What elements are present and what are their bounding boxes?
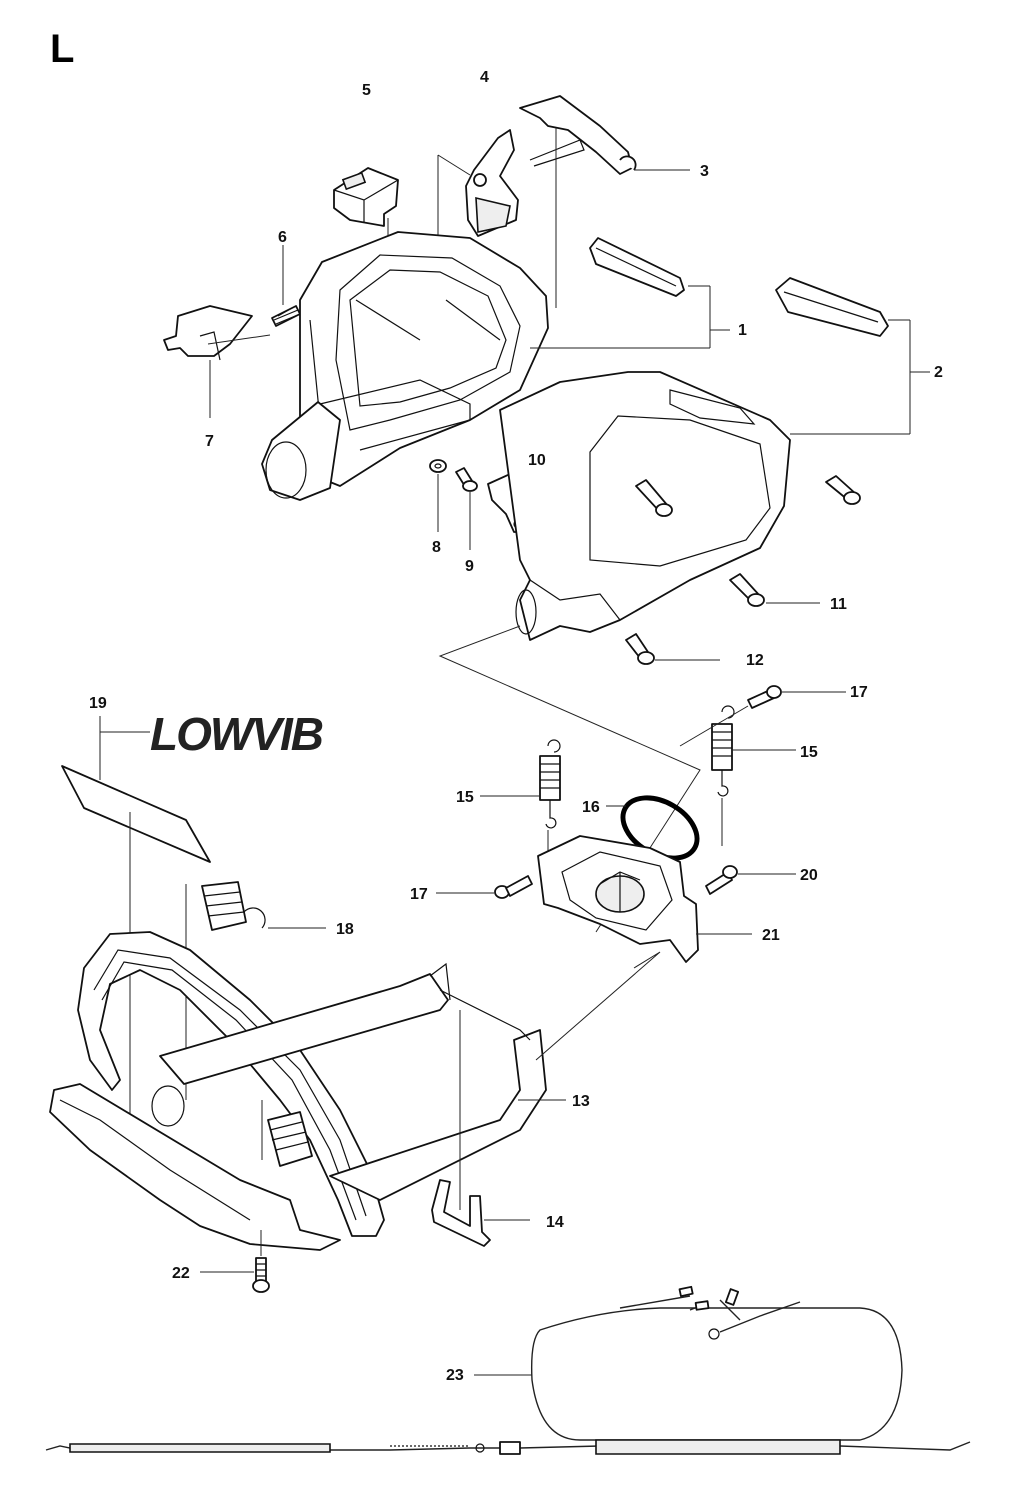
part-8-washer bbox=[429, 459, 447, 532]
part-19-decal: LOWVIB bbox=[61, 708, 325, 1120]
callout-2: 2 bbox=[934, 364, 943, 381]
part-4-throttle-trigger bbox=[437, 129, 519, 290]
callout-9: 9 bbox=[465, 558, 474, 575]
callout-15-right: 15 bbox=[800, 744, 818, 761]
part-17-screw-left bbox=[436, 875, 533, 899]
part-23-cable bbox=[45, 1285, 971, 1455]
callout-12: 12 bbox=[746, 652, 764, 669]
part-9-screw bbox=[455, 467, 478, 550]
callout-3: 3 bbox=[700, 163, 709, 180]
callout-1: 1 bbox=[738, 322, 747, 339]
part-5-switch bbox=[333, 167, 399, 272]
screw-bolt-left bbox=[635, 479, 673, 517]
callout-17-top: 17 bbox=[850, 684, 868, 701]
callout-19: 19 bbox=[89, 695, 107, 712]
part-14-hook bbox=[431, 1179, 530, 1247]
part-7-lever bbox=[163, 305, 271, 418]
handle-housing-right bbox=[499, 371, 791, 641]
part-15-spring-left bbox=[480, 739, 561, 858]
part-17-screw-top bbox=[679, 685, 846, 747]
callout-7: 7 bbox=[205, 433, 214, 450]
callout-4: 4 bbox=[480, 69, 489, 86]
callout-10: 10 bbox=[528, 452, 546, 469]
part-1-grip bbox=[589, 237, 685, 297]
callout-6: 6 bbox=[278, 229, 287, 246]
callout-11: 11 bbox=[830, 596, 847, 613]
part-22-screw bbox=[200, 1230, 270, 1293]
callout-20: 20 bbox=[800, 867, 818, 884]
part-12-screw bbox=[625, 633, 720, 665]
handle-housing-left bbox=[261, 231, 549, 501]
part-15-spring-right bbox=[711, 705, 796, 846]
callout-5: 5 bbox=[362, 82, 371, 99]
callout-14: 14 bbox=[546, 1214, 564, 1231]
part-21-bracket bbox=[537, 835, 752, 963]
part-2-grip bbox=[775, 277, 930, 435]
part-13-front-handle bbox=[49, 931, 566, 1251]
part-6-spring bbox=[271, 245, 301, 327]
part-11-screw bbox=[729, 573, 820, 607]
part-3-throttle-lockout bbox=[519, 95, 690, 308]
callout-labels: 1 2 3 4 5 6 7 8 9 10 11 12 13 14 15 15 1… bbox=[89, 69, 943, 1384]
callout-8: 8 bbox=[432, 539, 441, 556]
section-letter: L bbox=[50, 27, 74, 71]
inner-spring bbox=[261, 1100, 313, 1167]
callout-15-left: 15 bbox=[456, 789, 474, 806]
callout-23: 23 bbox=[446, 1367, 464, 1384]
callout-16: 16 bbox=[582, 799, 600, 816]
part-20-screw bbox=[705, 865, 796, 895]
callout-18: 18 bbox=[336, 921, 354, 938]
screw-bolt-right bbox=[825, 475, 861, 505]
lowvib-decal: LOWVIB bbox=[150, 708, 323, 760]
callout-13: 13 bbox=[572, 1093, 590, 1110]
callout-17-left: 17 bbox=[410, 886, 428, 903]
callout-22: 22 bbox=[172, 1265, 190, 1282]
callout-21: 21 bbox=[762, 927, 780, 944]
